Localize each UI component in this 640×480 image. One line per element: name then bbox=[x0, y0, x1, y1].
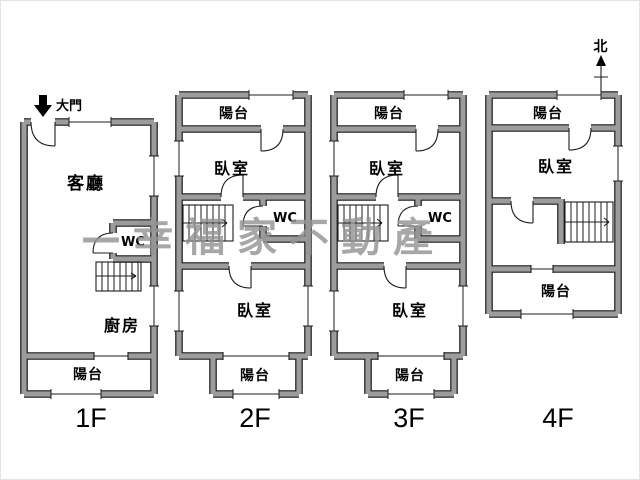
north-arrow-icon bbox=[596, 55, 606, 66]
room-label-bedroom-top-3f: 臥室 bbox=[369, 159, 405, 178]
room-label-balcony-bottom-3f: 陽台 bbox=[395, 367, 425, 384]
north-label: 北 bbox=[594, 39, 609, 55]
floor-label-2f: 2F bbox=[239, 403, 271, 433]
stairs-icon-1f bbox=[95, 261, 142, 292]
window-marks-1f bbox=[50, 117, 159, 399]
room-label-kitchen-1f: 廚房 bbox=[104, 316, 140, 335]
entry-arrow-icon bbox=[34, 95, 52, 117]
room-label-wc-1f: WC bbox=[121, 235, 145, 250]
north-arrow-shaft bbox=[594, 63, 608, 91]
floorplan-3f: 陽台 臥室 WC 臥室 陽台 bbox=[328, 89, 469, 400]
room-label-bedroom-top-2f: 臥室 bbox=[214, 159, 250, 178]
entry-label: 大門 bbox=[56, 98, 82, 114]
floorplan-2f: 陽台 臥室 WC 臥室 陽台 bbox=[173, 89, 314, 400]
door-swings-1f bbox=[30, 121, 129, 360]
floor-label-1f: 1F bbox=[75, 403, 107, 433]
door-swings-4f bbox=[510, 127, 592, 273]
floor-label-3f: 3F bbox=[393, 403, 425, 433]
walls-4f bbox=[489, 95, 618, 314]
north-indicator: 北 bbox=[594, 39, 609, 91]
floorplan-4f: 陽台 臥室 陽台 bbox=[481, 90, 623, 319]
room-label-bedroom-bottom-2f: 臥室 bbox=[237, 301, 273, 320]
room-label-balcony-bottom-2f: 陽台 bbox=[240, 367, 270, 384]
room-label-wc-2f: WC bbox=[273, 211, 297, 226]
watermark-dash: — bbox=[81, 215, 133, 261]
room-label-bedroom-4f: 臥室 bbox=[538, 157, 574, 176]
room-label-balcony-top-4f: 陽台 bbox=[533, 105, 563, 122]
room-label-bedroom-bottom-3f: 臥室 bbox=[392, 301, 428, 320]
window-marks-4f bbox=[520, 90, 623, 319]
room-label-balcony-bottom-4f: 陽台 bbox=[541, 283, 571, 300]
room-label-balcony-top-2f: 陽台 bbox=[219, 105, 249, 122]
room-label-living-1f: 客廳 bbox=[66, 173, 105, 194]
watermark: —幸福家不動產 bbox=[81, 205, 445, 263]
room-label-balcony-top-3f: 陽台 bbox=[374, 105, 404, 122]
stairs-icon-4f bbox=[564, 201, 614, 243]
floorplan-1f: 大門 客廳 WC 廚房 陽台 bbox=[16, 95, 159, 399]
entry-door-indicator: 大門 bbox=[34, 95, 82, 117]
watermark-text: 幸福家不動產 bbox=[133, 215, 445, 261]
floor-label-4f: 4F bbox=[542, 403, 574, 433]
room-label-wc-3f: WC bbox=[428, 211, 452, 226]
room-label-balcony-1f: 陽台 bbox=[73, 366, 103, 383]
